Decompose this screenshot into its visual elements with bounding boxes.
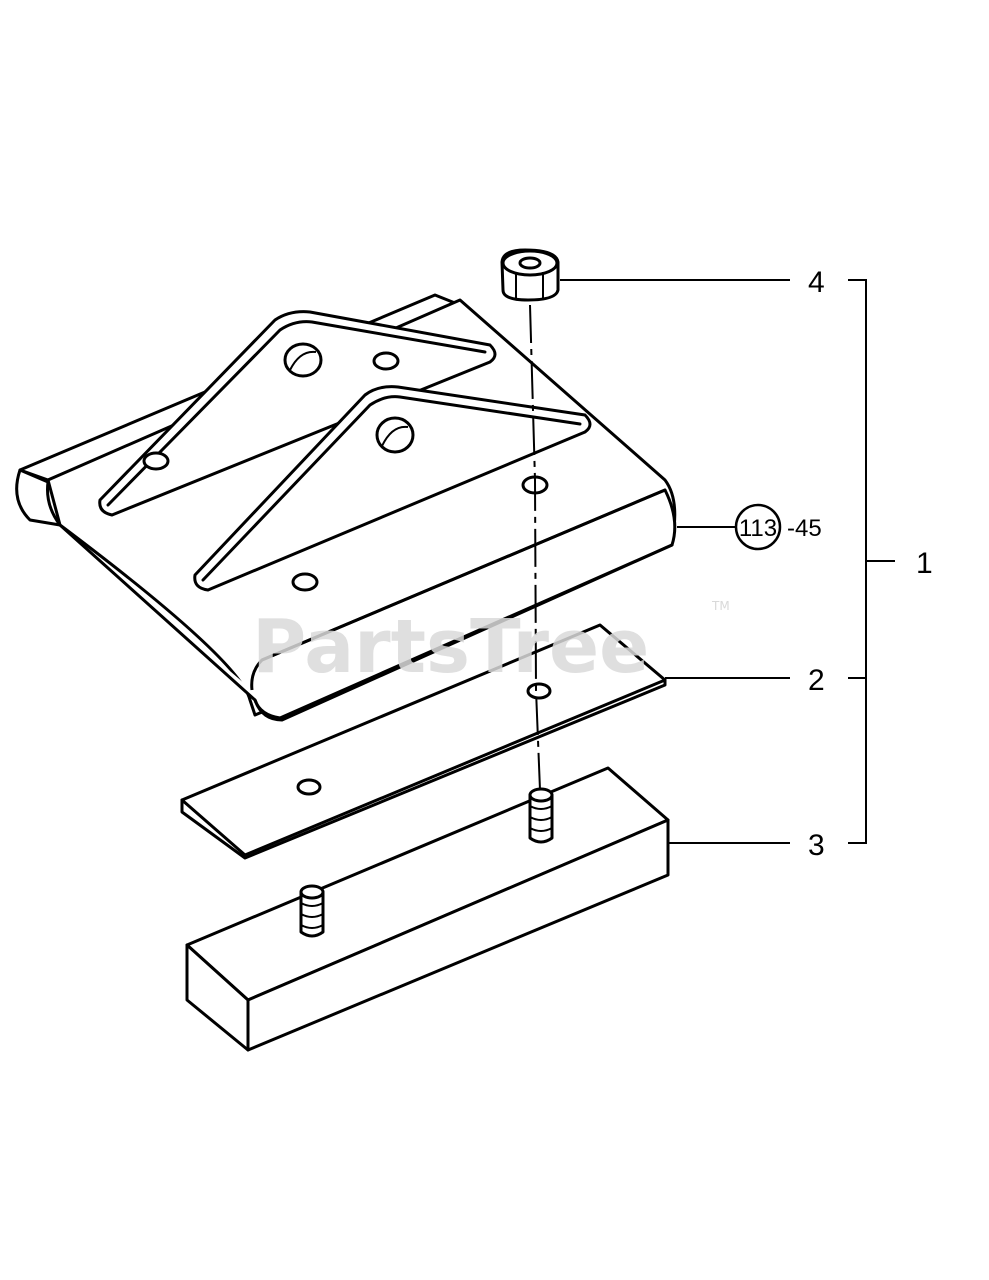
spacer-plate [180, 623, 667, 860]
callout-part-3: 3 [808, 829, 825, 862]
callout-part-4: 4 [808, 266, 825, 299]
assembly-axis-line [529, 304, 541, 791]
watermark-trademark: TM [711, 599, 730, 613]
reference-circle-number: 113 [739, 515, 777, 542]
rubber-block [185, 766, 670, 1052]
callout-part-1: 1 [916, 547, 933, 580]
nut [500, 248, 560, 302]
watermark-logo: PartsTree [252, 604, 649, 690]
reference-suffix: -45 [787, 515, 822, 542]
plate-hole-front [291, 572, 319, 592]
stud-rear [528, 787, 554, 844]
bracket-gusset-rear [98, 310, 497, 517]
stud-front [299, 884, 325, 938]
reference-circle [734, 503, 782, 551]
bracket-gusset-front [193, 385, 592, 592]
callout-part-2: 2 [808, 664, 825, 697]
leader-lines [560, 279, 895, 844]
